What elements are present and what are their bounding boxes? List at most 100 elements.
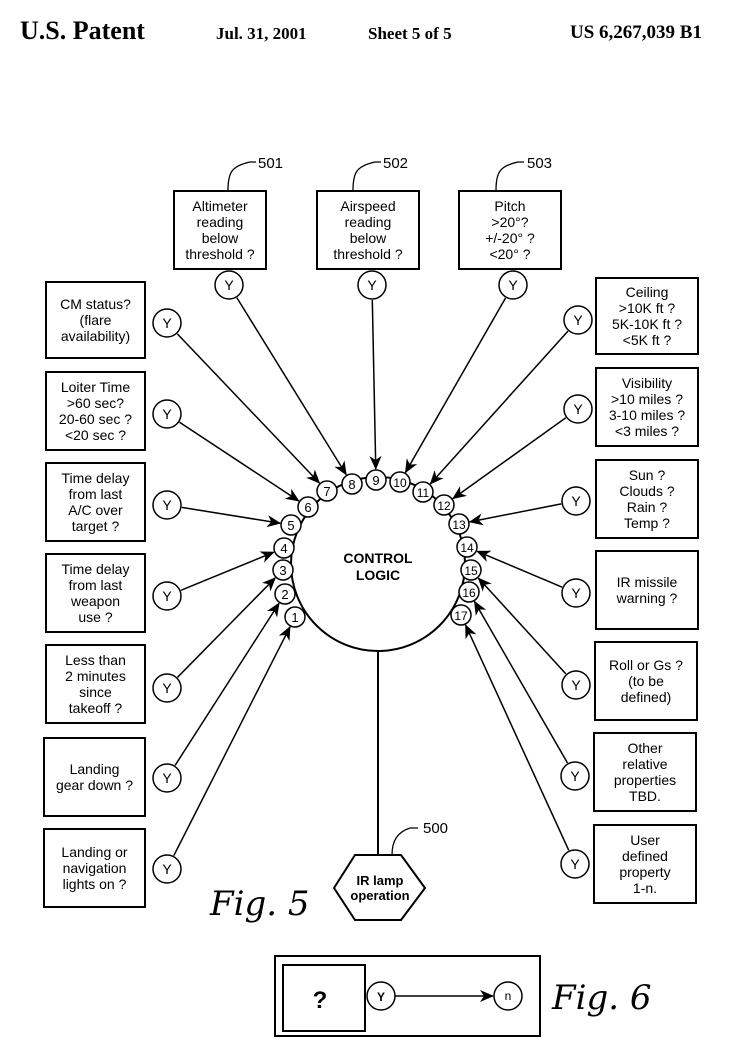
connector-arrow-8 [236,297,347,476]
connector-arrow-13 [468,503,562,526]
input-node-1 [284,606,306,628]
condition-box-time-delay-target: Time delay from last A/C over target ? [45,462,146,542]
condition-box-landing-lights: Landing or navigation lights on ? [43,828,146,908]
condition-box-airspeed: Airspeed reading below threshold ? [316,190,420,270]
connector-arrow-7 [176,333,321,484]
condition-box-pitch: Pitch >20°? +/-20° ? <20° ? [458,190,562,270]
yes-node-label: Y [162,770,172,786]
condition-box-ir-missile: IR missile warning ? [595,550,699,630]
connector-arrow-14 [476,550,563,588]
yes-node-label: Y [367,277,377,293]
yes-node-circle [498,270,528,300]
input-node-label: 9 [372,473,379,488]
yes-node-label: Y [162,406,172,422]
condition-box-other-properties: Other relative properties TBD. [593,732,697,812]
fig6-question-box [282,964,366,1032]
input-node-label: 12 [437,499,451,513]
input-node-6 [297,496,319,518]
input-node-3 [272,559,294,581]
yes-node-label: Y [162,861,172,877]
yes-node-label: Y [162,497,172,513]
connector-arrow-5 [181,506,282,528]
input-node-12 [433,494,455,516]
control-logic-label-1: CONTROL [343,550,413,566]
condition-box-time-delay-weapon: Time delay from last weapon use ? [45,553,146,633]
ref-502: 502 [383,155,408,172]
yes-node-circle [560,761,590,791]
yes-node-label: Y [224,277,234,293]
connector-arrow-2 [174,602,280,766]
yes-node-label: Y [573,401,583,417]
sheet-number: Sheet 5 of 5 [368,24,452,43]
connector-arrow-3 [176,577,276,678]
yes-node-circle [560,849,590,879]
ref-500-leader [391,827,418,856]
ir-lamp-label-2: operation [350,888,409,903]
ref-503-leader [495,161,524,191]
condition-box-ceiling: Ceiling >10K ft ? 5K-10K ft ? <5K ft ? [595,277,699,355]
ref-501: 501 [258,155,283,172]
input-node-7 [316,480,338,502]
connector-arrow-11 [429,330,569,485]
yes-node-circle [214,270,244,300]
input-node-label: 7 [323,484,330,499]
ref-501-leader [227,161,256,191]
connector-arrow-4 [180,551,275,592]
input-node-10 [389,471,411,493]
yes-node-circle [561,486,591,516]
yes-node-label: Y [570,768,580,784]
input-node-label: 5 [287,518,294,533]
input-node-label: 4 [280,541,287,556]
input-node-label: 8 [348,477,355,492]
yes-node-label: Y [573,312,583,328]
input-node-17 [450,604,472,626]
condition-box-takeoff: Less than 2 minutes since takeoff ? [45,644,146,724]
ref-502-leader [352,161,381,191]
yes-node-circle [561,578,591,608]
patent-date: Jul. 31, 2001 [216,24,307,43]
connector-arrow-16 [473,600,569,764]
input-node-14 [456,536,478,558]
input-node-2 [274,583,296,605]
fig6-target-label: n [505,989,512,1003]
fig6-target-circle [493,981,523,1011]
patent-header-title: U.S. Patent [20,16,145,45]
input-node-label: 1 [291,610,298,625]
yes-node-circle [561,670,591,700]
yes-node-label: Y [162,588,172,604]
condition-box-altimeter: Altimeter reading below threshold ? [173,190,267,270]
input-node-4 [273,537,295,559]
yes-node-circle [357,270,387,300]
yes-node-circle [152,854,182,884]
yes-node-label: Y [571,585,581,601]
input-node-16 [458,581,480,603]
connector-arrow-17 [464,624,570,851]
ref-500: 500 [423,820,448,837]
yes-node-circle [152,763,182,793]
input-node-label: 3 [279,563,286,578]
yes-node-circle [563,394,593,424]
input-node-label: 13 [452,518,466,532]
connector-arrow-15 [477,577,567,675]
input-node-label: 17 [454,609,468,623]
connector-arrow-10 [404,297,507,474]
ir-lamp-hexagon [332,854,427,921]
condition-box-user-defined: User defined property 1-n. [593,824,697,904]
yes-node-circle [152,308,182,338]
ir-lamp-label-1: IR lamp [357,873,404,888]
input-node-label: 14 [460,541,474,555]
yes-node-label: Y [570,856,580,872]
fig6-question-mark: ? [313,987,328,1014]
yes-node-circle [152,399,182,429]
ref-503: 503 [527,155,552,172]
yes-node-circle [152,581,182,611]
input-node-9 [365,469,387,491]
condition-box-cm-status: CM status? (flare availability) [45,281,146,359]
yes-node-label: Y [162,680,172,696]
yes-node-label: Y [162,315,172,331]
patent-number: US 6,267,039 B1 [570,22,702,43]
input-node-8 [341,473,363,495]
yes-node-circle [563,305,593,335]
input-node-15 [460,559,482,581]
input-node-11 [412,481,434,503]
